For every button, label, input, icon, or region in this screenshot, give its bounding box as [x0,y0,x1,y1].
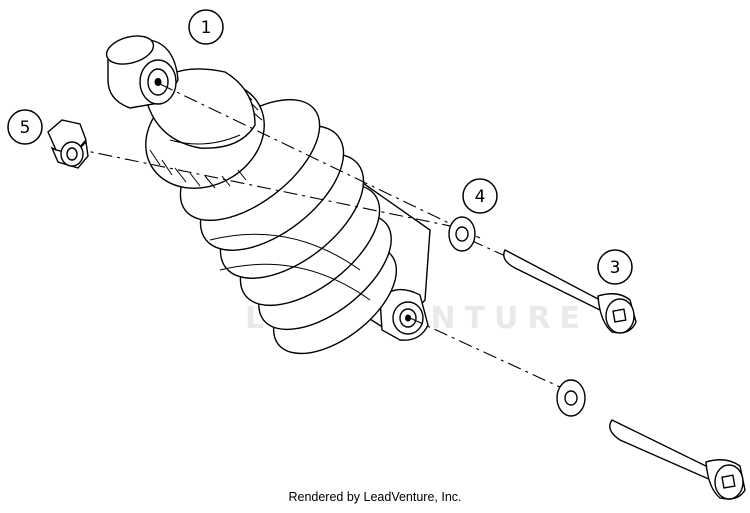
upper-eye-mount [105,35,179,109]
washer-lower [556,379,586,417]
callout-5-label: 5 [20,118,31,138]
callout-5: 5 [7,109,43,145]
callout-1: 1 [188,9,224,45]
callout-4: 4 [462,178,498,214]
callout-4-label: 4 [475,187,486,207]
footer-credit: Rendered by LeadVenture, Inc. [288,490,462,504]
bolt-lower [609,419,746,500]
callout-1-label: 1 [201,18,212,38]
lower-eye-mount [379,288,429,341]
bolt-upper [503,249,637,334]
washer-upper [448,216,476,252]
hex-nut [47,119,89,169]
shock-absorber [105,35,431,355]
callout-3: 3 [597,249,633,285]
callout-3-label: 3 [610,258,621,278]
